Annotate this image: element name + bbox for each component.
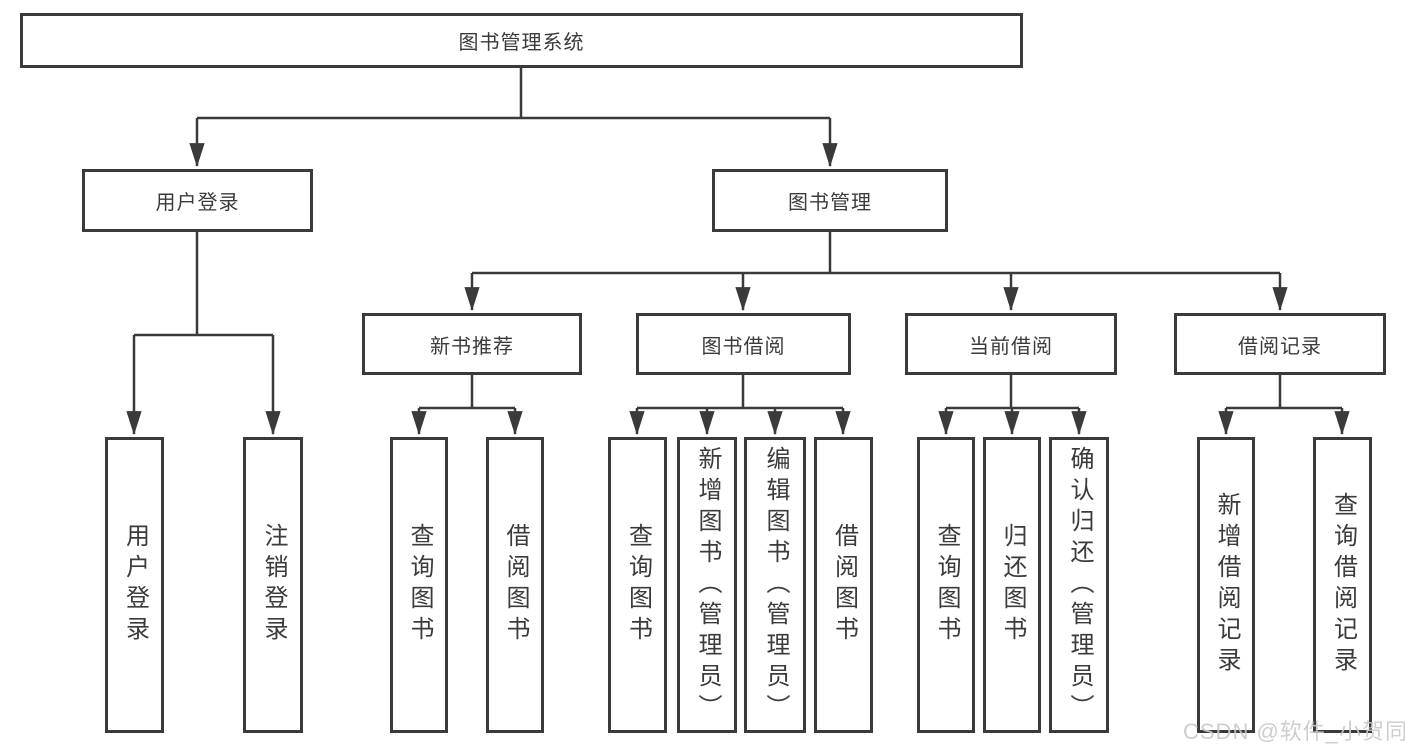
node-leaf-add-books-admin: 新增图书（管理员）	[677, 437, 737, 733]
node-label: 当前借阅	[969, 335, 1053, 358]
node-leaf-borrow-books-1: 借阅图书	[486, 437, 544, 733]
node-leaf-borrow-books-2: 借阅图书	[814, 437, 873, 733]
node-label: 查询图书	[406, 523, 433, 647]
node-label: 借阅图书	[502, 523, 529, 647]
node-label: 图书管理系统	[458, 32, 585, 54]
node-label: 图书管理	[788, 192, 872, 214]
node-leaf-query-books-1: 查询图书	[390, 437, 448, 733]
node-leaf-add-borrow-record: 新增借阅记录	[1197, 437, 1255, 733]
node-leaf-query-books-3: 查询图书	[917, 437, 975, 733]
node-book-management-module: 图书管理	[712, 169, 948, 232]
node-borrow-records: 借阅记录	[1174, 313, 1386, 375]
node-leaf-logout: 注销登录	[243, 437, 303, 733]
node-book-borrow: 图书借阅	[636, 313, 851, 375]
node-label: 用户登录	[155, 192, 240, 214]
node-label: 新增图书（管理员）	[694, 445, 721, 725]
node-label: 查询图书	[933, 523, 960, 647]
node-label: 借阅记录	[1238, 335, 1322, 358]
node-leaf-confirm-return-admin: 确认归还（管理员）	[1049, 437, 1109, 733]
node-root-library-system: 图书管理系统	[20, 13, 1023, 68]
node-leaf-return-books: 归还图书	[983, 437, 1041, 733]
node-label: 新增借阅记录	[1213, 492, 1240, 678]
node-leaf-user-login: 用户登录	[105, 437, 164, 733]
node-label: 注销登录	[260, 523, 287, 647]
node-label: 确认归还（管理员）	[1066, 445, 1093, 725]
node-leaf-edit-books-admin: 编辑图书（管理员）	[744, 437, 806, 733]
node-label: 新书推荐	[430, 335, 514, 358]
node-label: 编辑图书（管理员）	[762, 445, 789, 725]
node-label: 用户登录	[121, 523, 149, 647]
node-leaf-query-borrow-record: 查询借阅记录	[1313, 437, 1372, 733]
node-label: 图书借阅	[701, 335, 786, 358]
node-label: 借阅图书	[830, 523, 858, 647]
node-user-login-module: 用户登录	[82, 169, 313, 232]
node-new-book-recommend: 新书推荐	[362, 313, 582, 375]
watermark: CSDN @软件_小贺同学	[1183, 719, 1405, 744]
node-leaf-query-books-2: 查询图书	[608, 437, 667, 733]
node-label: 归还图书	[999, 523, 1026, 647]
node-label: 查询图书	[624, 523, 652, 647]
node-current-borrow: 当前借阅	[905, 313, 1117, 375]
node-label: 查询借阅记录	[1329, 492, 1357, 678]
